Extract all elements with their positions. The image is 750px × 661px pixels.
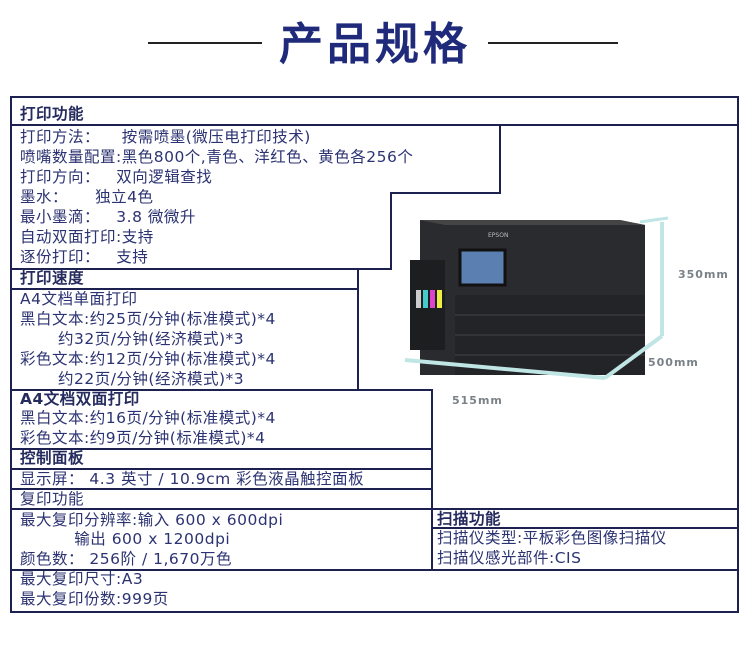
spec-row: 墨水： 独立4色 <box>20 188 154 206</box>
spec-table <box>10 96 739 613</box>
height-dimension-label: 350mm <box>678 268 729 281</box>
section-header-print-function: 打印功能 <box>20 105 85 123</box>
spec-row: 扫描仪感光部件:CIS <box>437 549 582 567</box>
section-header-print-speed: 打印速度 <box>20 269 85 287</box>
spec-row: 最大复印份数:999页 <box>20 590 169 608</box>
spec-row: 彩色文本:约12页/分钟(标准模式)*4 <box>20 350 276 368</box>
section-header-copy: 复印功能 <box>20 490 85 508</box>
spec-row: 黑白文本:约25页/分钟(标准模式)*4 <box>20 310 276 328</box>
spec-row: 打印方法： 按需喷墨(微压电打印技术) <box>20 128 311 146</box>
printer-image: EPSON <box>400 200 740 410</box>
spec-row: 最大复印尺寸:A3 <box>20 570 144 588</box>
spec-row: 彩色文本:约9页/分钟(标准模式)*4 <box>20 429 266 447</box>
spec-row: 最小墨滴： 3.8 微微升 <box>20 208 196 226</box>
spec-row: 黑白文本:约16页/分钟(标准模式)*4 <box>20 409 276 427</box>
spec-row: 约22页/分钟(经济模式)*3 <box>20 370 245 388</box>
spec-row: 逐份打印： 支持 <box>20 248 149 266</box>
spec-row: 打印方向： 双向逻辑查找 <box>20 168 213 186</box>
spec-row: 颜色数： 256阶 / 1,670万色 <box>20 550 232 568</box>
width-dimension-label: 515mm <box>452 394 503 407</box>
spec-row: A4文档单面打印 <box>20 290 138 308</box>
printer-brand-logo: EPSON <box>488 232 508 239</box>
page-title: 产品规格 <box>279 19 471 70</box>
section-header-scan: 扫描功能 <box>437 510 502 528</box>
title-line-left <box>148 42 262 44</box>
section-header-duplex: A4文档双面打印 <box>20 390 140 408</box>
spec-row: 自动双面打印:支持 <box>20 228 154 246</box>
spec-row: 约32页/分钟(经济模式)*3 <box>20 330 245 348</box>
title-line-right <box>488 42 618 44</box>
spec-row: 最大复印分辨率:输入 600 x 600dpi <box>20 511 284 529</box>
section-header-control-panel: 控制面板 <box>20 449 85 467</box>
spec-row: 喷嘴数量配置:黑色800个,青色、洋红色、黄色各256个 <box>20 148 414 166</box>
depth-dimension-label: 500mm <box>648 356 699 369</box>
spec-row: 输出 600 x 1200dpi <box>20 530 231 548</box>
spec-row: 扫描仪类型:平板彩色图像扫描仪 <box>437 529 667 547</box>
spec-row: 显示屏： 4.3 英寸 / 10.9cm 彩色液晶触控面板 <box>20 470 365 488</box>
